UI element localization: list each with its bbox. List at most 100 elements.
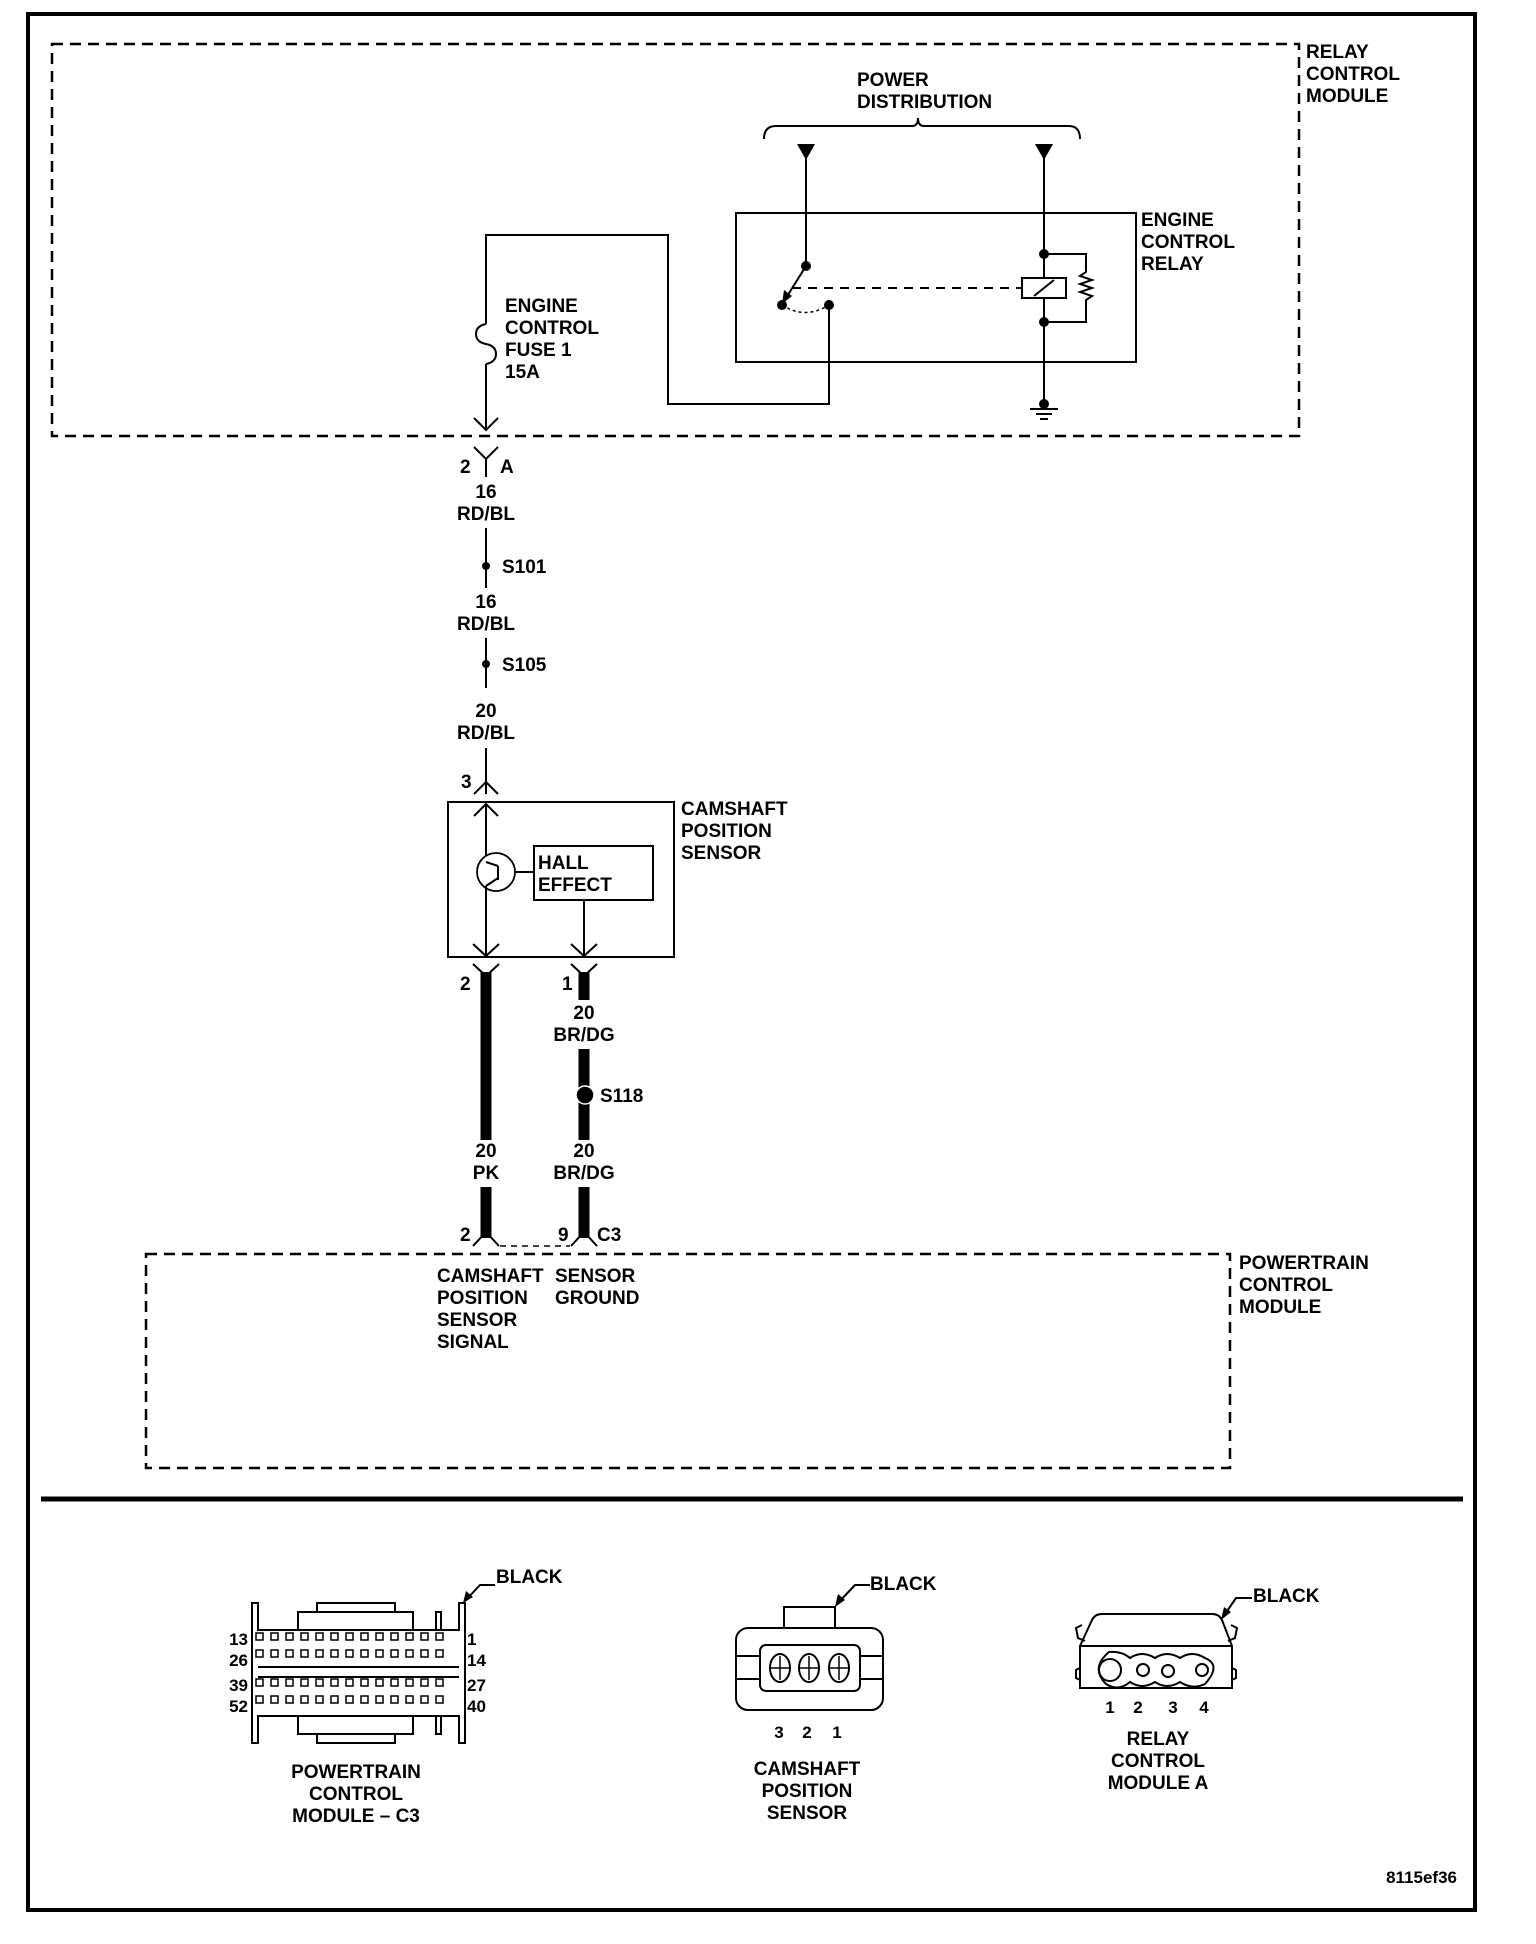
pin-cavity <box>405 1632 414 1641</box>
pin-cavity <box>360 1632 369 1641</box>
pin-cavity <box>435 1632 444 1641</box>
relay-connector-tab <box>1227 1624 1239 1642</box>
wire-gauge: 20 <box>573 1003 594 1024</box>
pin-cavity <box>375 1632 384 1641</box>
connector-male-icon <box>472 1230 500 1247</box>
pin-cavity <box>360 1695 369 1704</box>
fuse-icon <box>474 323 498 365</box>
pin-cavity <box>390 1695 399 1704</box>
pin-label: 1 <box>832 1723 841 1742</box>
label-line: ENGINE <box>505 296 578 317</box>
pin-cavity <box>435 1695 444 1704</box>
relay-terminal-1 <box>1098 1658 1122 1682</box>
power-feed-arrow-2 <box>1035 144 1053 160</box>
relay-connector-body <box>1079 1613 1233 1689</box>
wire-gauge: 16 <box>475 482 496 503</box>
pin-cavity <box>330 1695 339 1704</box>
label-line: CONTROL <box>1306 64 1400 85</box>
pin-label: 13 <box>229 1630 248 1649</box>
pin-cavity <box>285 1678 294 1687</box>
pin-cavity <box>255 1632 264 1641</box>
pin-number: 9 <box>558 1225 569 1246</box>
pin-cavity <box>330 1649 339 1658</box>
pin-cavity <box>405 1649 414 1658</box>
label-line: SENSOR <box>681 843 762 864</box>
pin-cavity <box>255 1678 264 1687</box>
pin-cavity <box>345 1678 354 1687</box>
pin-label: 39 <box>229 1676 248 1695</box>
power-distribution-brace <box>763 117 1081 140</box>
pin-label: 3 <box>774 1723 783 1742</box>
relay-connector-face <box>1097 1650 1215 1689</box>
pin-cavity <box>300 1649 309 1658</box>
connector-name-line: CONTROL <box>309 1784 403 1805</box>
pcm-ground-circuit-label: SENSOR GROUND <box>555 1266 639 1309</box>
label-line: POSITION <box>437 1288 528 1309</box>
power-feed-arrow-1 <box>797 144 815 160</box>
wire-color: BR/DG <box>553 1163 614 1184</box>
figure-id: 8115ef36 <box>1386 1868 1457 1887</box>
cmp-terminal-2 <box>798 1653 820 1683</box>
wire-gauge: 20 <box>573 1141 594 1162</box>
pin-cavity <box>390 1678 399 1687</box>
label-line: SENSOR <box>555 1266 636 1287</box>
connector-name-line: RELAY <box>1127 1729 1190 1750</box>
pin-cavity <box>315 1632 324 1641</box>
pin-cavity <box>345 1649 354 1658</box>
pin-number: 2 <box>460 974 471 995</box>
relay-control-module-boundary <box>50 42 1301 438</box>
label-line: RELAY <box>1306 42 1369 63</box>
pin-label: 3 <box>1168 1698 1177 1717</box>
pcm-c3-connector-view: 13 26 39 52 1 14 27 40 BLACK POWERTRAIN … <box>229 1567 563 1827</box>
relay-coil-slash <box>1033 279 1055 297</box>
wire-color: BR/DG <box>553 1025 614 1046</box>
label-line: RELAY <box>1141 254 1204 275</box>
pin-cavity <box>420 1632 429 1641</box>
pcm-connector-latch-bottom <box>297 1715 414 1735</box>
label-line: SIGNAL <box>437 1332 509 1353</box>
splice-label: S101 <box>502 557 547 578</box>
cmp-connector-face <box>759 1644 861 1692</box>
engine-control-relay-box <box>735 212 1137 363</box>
pin-label: 4 <box>1199 1698 1209 1717</box>
powertrain-control-module-label: POWERTRAIN CONTROL MODULE <box>1239 1253 1369 1318</box>
pin-cavity <box>270 1695 279 1704</box>
label-line: POWERTRAIN <box>1239 1253 1369 1274</box>
label-line: FUSE 1 <box>505 340 572 361</box>
callout-arrow-icon <box>463 1591 473 1603</box>
pin-cavity <box>255 1695 264 1704</box>
label-line: CONTROL <box>505 318 599 339</box>
camshaft-sensor-connector-view: BLACK 3 2 1 CAMSHAFT POSITION SENSOR <box>735 1574 937 1824</box>
pin-number: 2 <box>460 1225 471 1246</box>
splice-node <box>575 1085 595 1105</box>
pin-cavity <box>435 1678 444 1687</box>
wire-gauge: 20 <box>475 1141 496 1162</box>
label-line: DISTRIBUTION <box>857 92 992 113</box>
label-line: MODULE <box>1239 1297 1321 1318</box>
relay-terminal-2 <box>1136 1663 1150 1677</box>
connector-female-icon <box>473 446 499 461</box>
pcm-connector-key <box>435 1611 442 1631</box>
cmp-connector-latch <box>783 1606 836 1629</box>
connector-name-line: CONTROL <box>1111 1751 1205 1772</box>
hall-effect-label: EFFECT <box>538 875 612 896</box>
pin-cavity <box>285 1632 294 1641</box>
pin-cavity <box>270 1678 279 1687</box>
relay-connector-tab <box>1075 1667 1081 1681</box>
connector-name-line: MODULE – C3 <box>292 1806 420 1827</box>
switch-travel-path <box>781 304 830 314</box>
pin-cavity <box>270 1632 279 1641</box>
pin-cavity <box>300 1632 309 1641</box>
connector-female-icon <box>473 780 499 795</box>
label-line: CAMSHAFT <box>437 1266 544 1287</box>
pin-cavity <box>390 1649 399 1658</box>
pin-label: 1 <box>467 1630 476 1649</box>
label-line: 15A <box>505 362 540 383</box>
transistor-emitter <box>485 877 499 887</box>
internal-arrow-icon <box>472 943 500 958</box>
wire-gauge: 20 <box>475 701 496 722</box>
pin-label: 40 <box>467 1697 486 1716</box>
engine-control-relay-label: ENGINE CONTROL RELAY <box>1141 210 1235 275</box>
label-line: POSITION <box>681 821 772 842</box>
pin-cavity <box>435 1649 444 1658</box>
